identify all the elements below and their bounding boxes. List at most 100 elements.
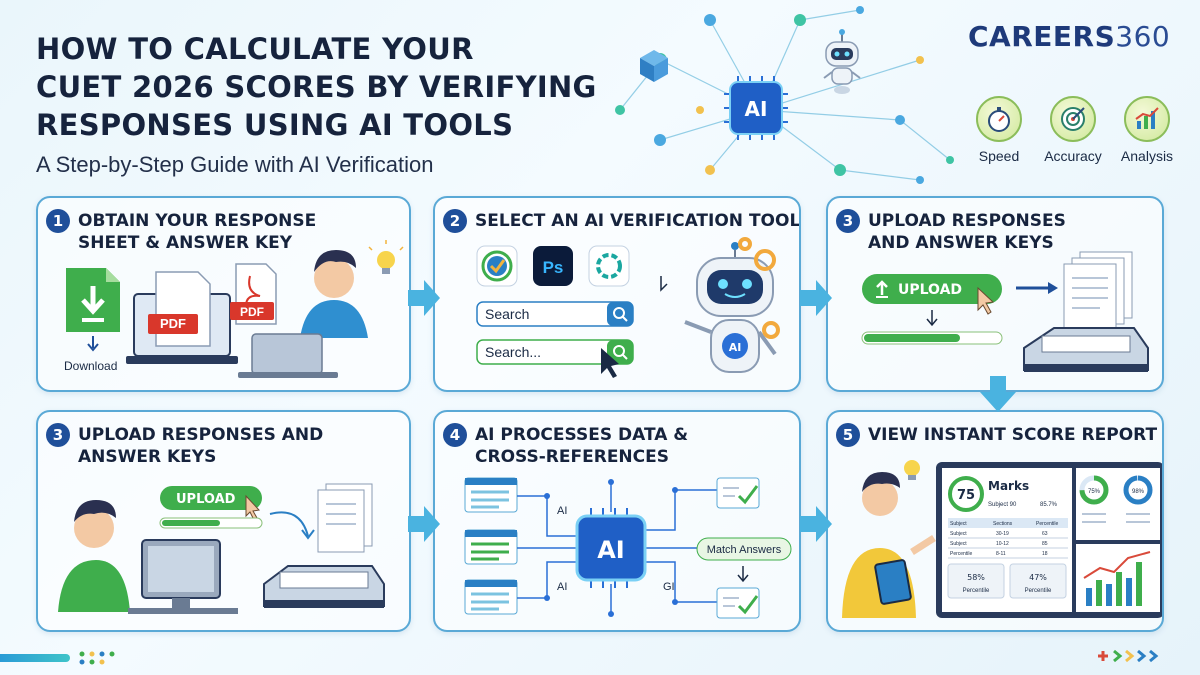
arrow-right-icon (800, 280, 832, 316)
step-title-line: VIEW INSTANT SCORE REPORT (868, 425, 1158, 445)
pdf-label-2: PDF (240, 305, 264, 319)
step-title-line: SHEET & ANSWER KEY (78, 233, 293, 253)
title-line-1: HOW TO CALCULATE YOUR (36, 32, 474, 66)
data-card-icon (464, 477, 518, 513)
step-title-line: AND ANSWER KEYS (868, 233, 1054, 253)
badge-speed: Speed (962, 96, 1036, 164)
upload-progress-bar (861, 331, 1003, 345)
step-number: 3 (836, 209, 860, 233)
table-cell: Subject (950, 541, 967, 547)
ai-network-illustration: AI (615, 6, 954, 184)
donut-value: 75% (1088, 489, 1101, 495)
lightbulb-icon (904, 460, 920, 480)
scanner-icon (263, 565, 385, 608)
student-with-tablet-icon (842, 472, 936, 618)
title-line-2: CUET 2026 SCORES BY VERIFYING (36, 70, 597, 104)
step-title-line: OBTAIN YOUR RESPONSE (78, 211, 317, 231)
step-3b-illustration: UPLOAD (58, 483, 385, 614)
match-answers-label: Match Answers (707, 544, 782, 556)
step-2-title: 2 SELECT AN AI VERIFICATION TOOL (443, 209, 801, 233)
search-placeholder-2: Search... (485, 344, 541, 360)
arrow-right-icon (408, 506, 440, 542)
step-title-line: UPLOAD RESPONSES AND (78, 425, 324, 445)
step-title-line: UPLOAD RESPONSES (868, 211, 1066, 231)
step-4-title: 4 AI PROCESSES DATA & CROSS-REFERENCES (443, 423, 688, 468)
tile-label: Percentile (1025, 588, 1052, 594)
tile-label: Percentile (963, 588, 990, 594)
search-placeholder: Search (485, 306, 529, 322)
step-number: 3 (46, 423, 70, 447)
table-cell: 30-19 (996, 531, 1009, 537)
header-ai-chip-label: AI (745, 97, 768, 121)
step-title-line: SELECT AN AI VERIFICATION TOOL (475, 211, 801, 231)
step-5-illustration: 75 Marks Subject 90 85.7% Subject Sectio… (842, 460, 1162, 618)
laptop-pdf-icon (126, 271, 238, 364)
step-number: 4 (443, 423, 467, 447)
subject-label: Subject 90 (988, 502, 1017, 508)
brand-word: CAREERS (968, 20, 1116, 53)
badge-label: Accuracy (1044, 148, 1102, 164)
match-answers-badge (696, 537, 792, 561)
step-5-panel: 5 VIEW INSTANT SCORE REPORT (826, 410, 1164, 632)
score-table (948, 518, 1068, 559)
data-card-icon (464, 529, 518, 565)
step-number: 5 (836, 423, 860, 447)
step-2-illustration: Ps (476, 237, 780, 378)
arrow-right-icon (408, 280, 440, 316)
pdf-label: PDF (160, 316, 186, 331)
step-1-panel: 1 OBTAIN YOUR RESPONSE SHEET & ANSWER KE… (36, 196, 411, 392)
photoshop-app-icon: Ps (533, 246, 573, 286)
target-icon (1050, 96, 1096, 142)
badge-label: Analysis (1120, 148, 1174, 164)
step-number: 2 (443, 209, 467, 233)
donut-value: 98% (1132, 489, 1145, 495)
upload-button (862, 274, 1002, 315)
table-header: Percentile (1036, 521, 1058, 527)
table-cell: 10-12 (996, 541, 1009, 547)
footer-accent-bar (0, 654, 70, 662)
step-4-illustration: AI AI AI GI Match Answers (464, 477, 792, 619)
checked-document-icon (716, 477, 760, 509)
feature-badges: Speed Accuracy Analysis (962, 96, 1184, 166)
brand-logo: CAREERS360 (968, 20, 1170, 53)
check-app-icon (476, 245, 518, 287)
scanner-icon (1023, 327, 1149, 372)
lightbulb-icon (368, 240, 404, 274)
robot-label: AI (729, 341, 742, 354)
step-title-line: CROSS-REFERENCES (475, 447, 669, 467)
arrow-right-icon (800, 506, 832, 542)
download-label: Download (64, 359, 117, 373)
table-cell: 85 (1042, 541, 1048, 547)
bar-chart-icon (1083, 551, 1151, 606)
marks-label: Marks (988, 479, 1029, 493)
pdf-file-icon (230, 263, 277, 325)
checked-document-icon (716, 587, 760, 619)
ai-processor-chip-icon (575, 508, 647, 588)
footer-chevrons-icon (1098, 649, 1159, 663)
table-cell: 63 (1042, 531, 1048, 537)
badge-analysis: Analysis (1110, 96, 1184, 164)
step-3-panel: 3 UPLOAD RESPONSES AND ANSWER KEYS (826, 196, 1164, 392)
table-cell: Subject (950, 531, 967, 537)
search-input-2 (476, 339, 634, 378)
badge-accuracy: Accuracy (1036, 96, 1110, 164)
brand-number: 360 (1115, 20, 1171, 53)
table-cell: 18 (1042, 551, 1048, 557)
tile-value: 58% (967, 573, 985, 582)
side-label: AI (557, 581, 567, 593)
robot-icon (823, 29, 861, 94)
table-header: Sections (993, 521, 1013, 527)
student-at-computer-icon (58, 500, 238, 614)
page-subtitle: A Step-by-Step Guide with AI Verificatio… (36, 152, 434, 177)
data-card-icon (464, 579, 518, 615)
badge-label: Speed (978, 148, 1020, 164)
title-line-3: RESPONSES USING AI TOOLS (36, 108, 514, 142)
table-cell: 8-11 (996, 551, 1006, 557)
document-stack-icon (317, 483, 373, 553)
step-title-line: ANSWER KEYS (78, 447, 217, 467)
upload-label: UPLOAD (176, 492, 236, 507)
page-title: HOW TO CALCULATE YOUR CUET 2026 SCORES B… (36, 30, 636, 144)
step-1-title: 1 OBTAIN YOUR RESPONSE SHEET & ANSWER KE… (46, 209, 317, 254)
stopwatch-icon (976, 96, 1022, 142)
